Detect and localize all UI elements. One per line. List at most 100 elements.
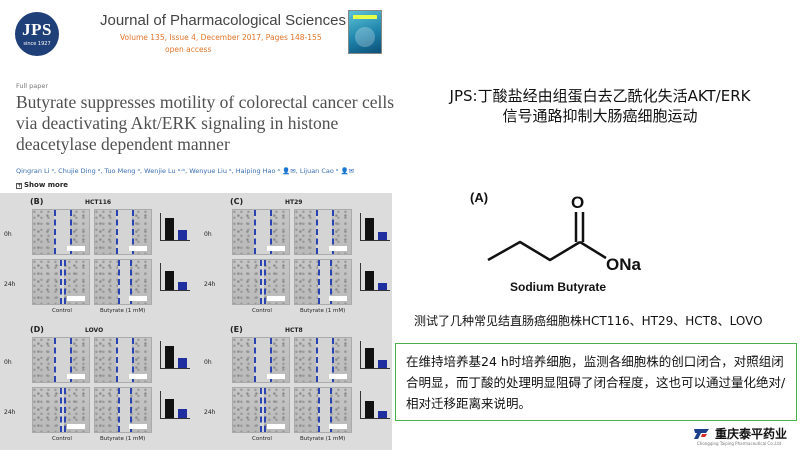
butyrate-bar [178,230,187,240]
wound-edge-line [70,210,72,254]
carboxylate-bond [579,240,607,260]
migration-bar-chart [354,389,394,429]
wound-micrograph [32,209,90,255]
panel-label: (D) [30,325,44,334]
slide-title-line2: 信号通路抑制大肠癌细胞运动 [502,107,698,125]
structure-label: (A) [470,190,488,205]
row-label: 24h [204,409,216,416]
wound-edge-line [264,260,266,304]
journal-volume[interactable]: Volume 135, Issue 4, December 2017, Page… [120,33,322,42]
wound-gap [318,388,330,432]
wound-gap [260,260,264,304]
row-label: 0h [4,359,12,366]
wound-micrograph [294,209,352,255]
control-bar [165,399,174,418]
butyrate-bar [378,411,387,418]
chart-axis [360,391,390,419]
scale-bar [267,424,285,429]
control-bar [165,218,174,240]
wound-edge-line [116,210,118,254]
chart-axis [160,263,190,291]
author-list[interactable]: Qingran Li ᵃ, Chujie Ding ᵃ, Tuo Meng ᵃ,… [16,167,355,175]
wound-micrograph [232,259,290,305]
scale-bar [129,246,147,251]
scale-bar [267,374,285,379]
row-label: 0h [204,231,212,238]
wound-gap [116,338,132,382]
panel-label: (E) [230,325,243,334]
row-label: 24h [4,409,16,416]
wound-micrograph [232,209,290,255]
control-bar [365,218,374,240]
journal-cover-image[interactable] [348,10,382,54]
wound-micrograph [232,387,290,433]
company-logo-icon [694,429,709,439]
slide-title: JPS:丁酸盐经由组蛋白去乙酰化失活AKT/ERK 信号通路抑制大肠癌细胞运动 [400,86,800,126]
journal-title[interactable]: Journal of Pharmacological Sciences [100,12,346,29]
wound-edge-line [64,388,66,432]
butyrate-bar [378,232,387,240]
scale-bar [267,246,285,251]
control-bar [365,401,374,418]
wound-gap [254,210,270,254]
column-label: Control [52,308,72,314]
control-bar [165,346,174,368]
scale-bar [329,296,347,301]
atom-o: O [571,193,584,212]
wound-edge-line [60,388,62,432]
row-label: 0h [204,359,212,366]
wound-edge-line [130,388,132,432]
wound-edge-line [64,260,66,304]
wound-edge-line [54,338,56,382]
migration-bar-chart [154,261,194,301]
wound-edge-line [316,210,318,254]
migration-bar-chart [154,339,194,379]
expand-icon: + [16,182,23,189]
chart-axis [160,391,190,419]
cell-lines-text: 测试了几种常见结直肠癌细胞株HCT116、HT29、HCT8、LOVO [414,314,763,328]
column-label: Butyrate (1 mM) [300,436,346,442]
show-more-link[interactable]: +Show more [16,181,68,189]
wound-edge-line [260,260,262,304]
wound-micrograph [94,337,152,383]
wound-edge-line [332,210,334,254]
panel-cell-line: HCT8 [285,327,303,334]
wound-gap [318,260,330,304]
chart-axis [360,263,390,291]
wound-edge-line [116,338,118,382]
wound-micrograph [32,387,90,433]
wound-edge-line [132,210,134,254]
compound-name: Sodium Butyrate [510,280,607,294]
wound-gap [118,388,130,432]
control-bar [365,348,374,368]
butyrate-bar [178,409,187,418]
column-label: Butyrate (1 mM) [300,308,346,314]
scale-bar [129,424,147,429]
summary-note: 在维持培养基24 h时培养细胞，监测各细胞株的创口闭合，对照组闭合明显，而丁酸的… [395,343,797,421]
control-bar [365,271,374,290]
wound-gap [116,210,132,254]
wound-gap [316,210,332,254]
wound-micrograph [294,387,352,433]
wound-edge-line [130,260,132,304]
panel-cell-line: HCT116 [85,199,112,206]
row-label: 24h [4,281,16,288]
wound-micrograph [294,259,352,305]
wound-edge-line [60,260,62,304]
wound-edge-line [270,210,272,254]
company-english-name: Chongqing Taiping Pharmaceutical Co.,Ltd… [697,441,783,446]
panel-label: (B) [30,197,44,206]
scale-bar [267,296,285,301]
wound-edge-line [270,338,272,382]
migration-bar-chart [154,211,194,251]
chart-axis [160,341,190,369]
scale-bar [67,246,85,251]
show-more-label: Show more [24,181,69,189]
wound-edge-line [254,210,256,254]
wound-gap [260,388,264,432]
